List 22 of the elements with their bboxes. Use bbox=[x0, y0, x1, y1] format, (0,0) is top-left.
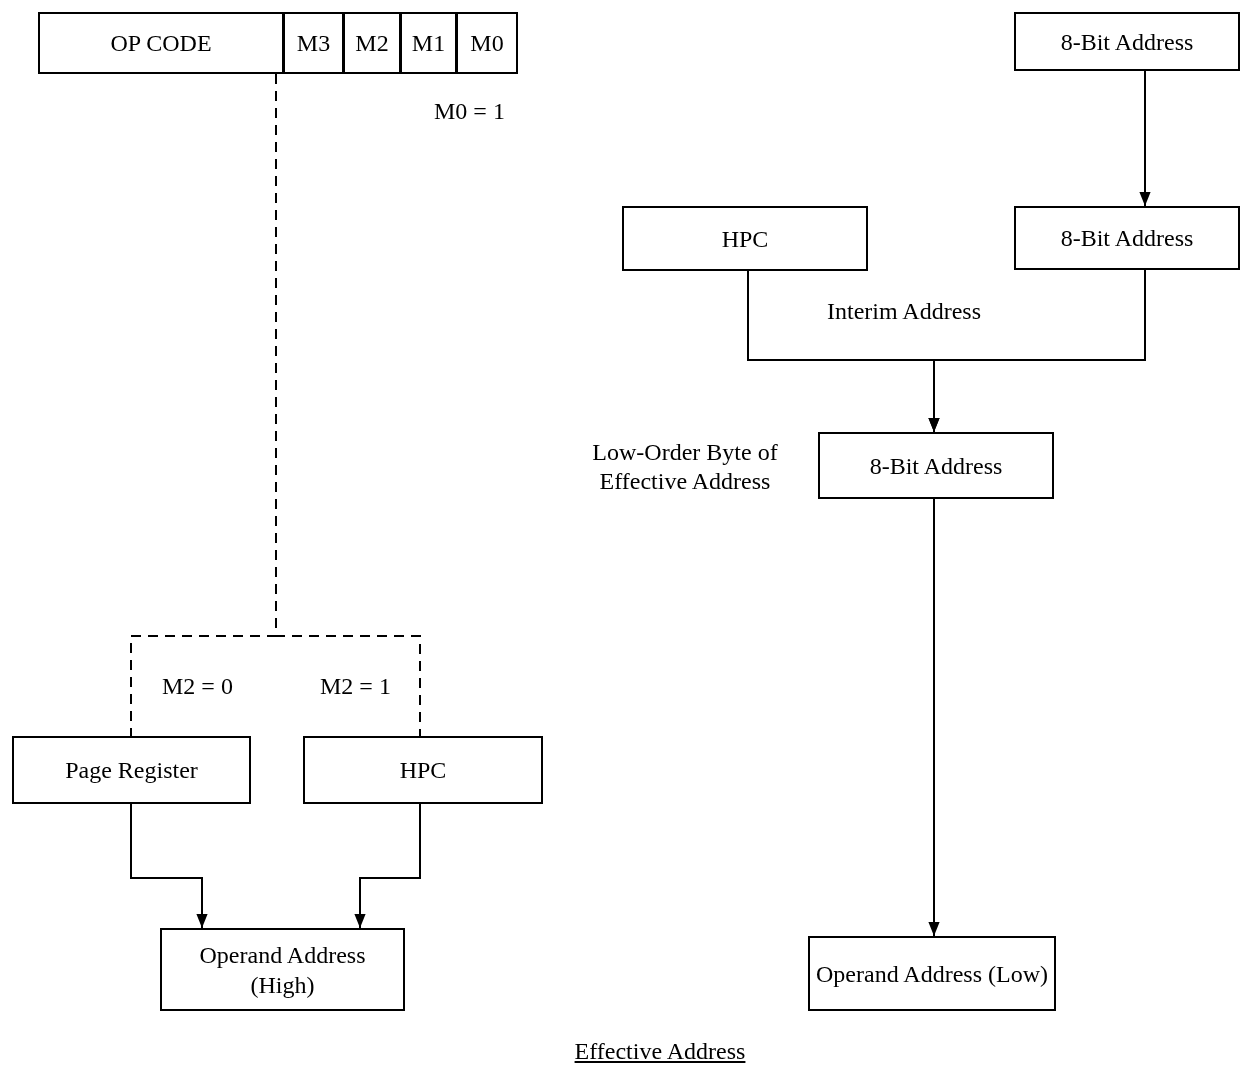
arrow bbox=[354, 803, 421, 929]
box: 8-Bit Address bbox=[1014, 12, 1240, 71]
box: HPC bbox=[622, 206, 868, 271]
box: Page Register bbox=[12, 736, 251, 804]
box: OP CODE bbox=[38, 12, 284, 74]
box: M2 bbox=[343, 12, 401, 74]
box: Operand Address (Low) bbox=[808, 936, 1056, 1011]
caption: Effective Address bbox=[573, 1037, 747, 1066]
arrow bbox=[1139, 70, 1151, 207]
box: M0 bbox=[456, 12, 518, 74]
box: 8-Bit Address bbox=[818, 432, 1054, 499]
box: HPC bbox=[303, 736, 543, 804]
annotation: Interim Address bbox=[827, 297, 981, 326]
arrow bbox=[130, 803, 208, 929]
box: 8-Bit Address bbox=[1014, 206, 1240, 270]
annotation: M0 = 1 bbox=[434, 97, 505, 126]
box: M3 bbox=[283, 12, 344, 74]
box: Operand Address (High) bbox=[160, 928, 405, 1011]
arrow bbox=[928, 269, 1146, 433]
arrow bbox=[928, 498, 940, 937]
node-caption: Low-Order Byte of Effective Address bbox=[591, 438, 779, 496]
box: M1 bbox=[400, 12, 457, 74]
